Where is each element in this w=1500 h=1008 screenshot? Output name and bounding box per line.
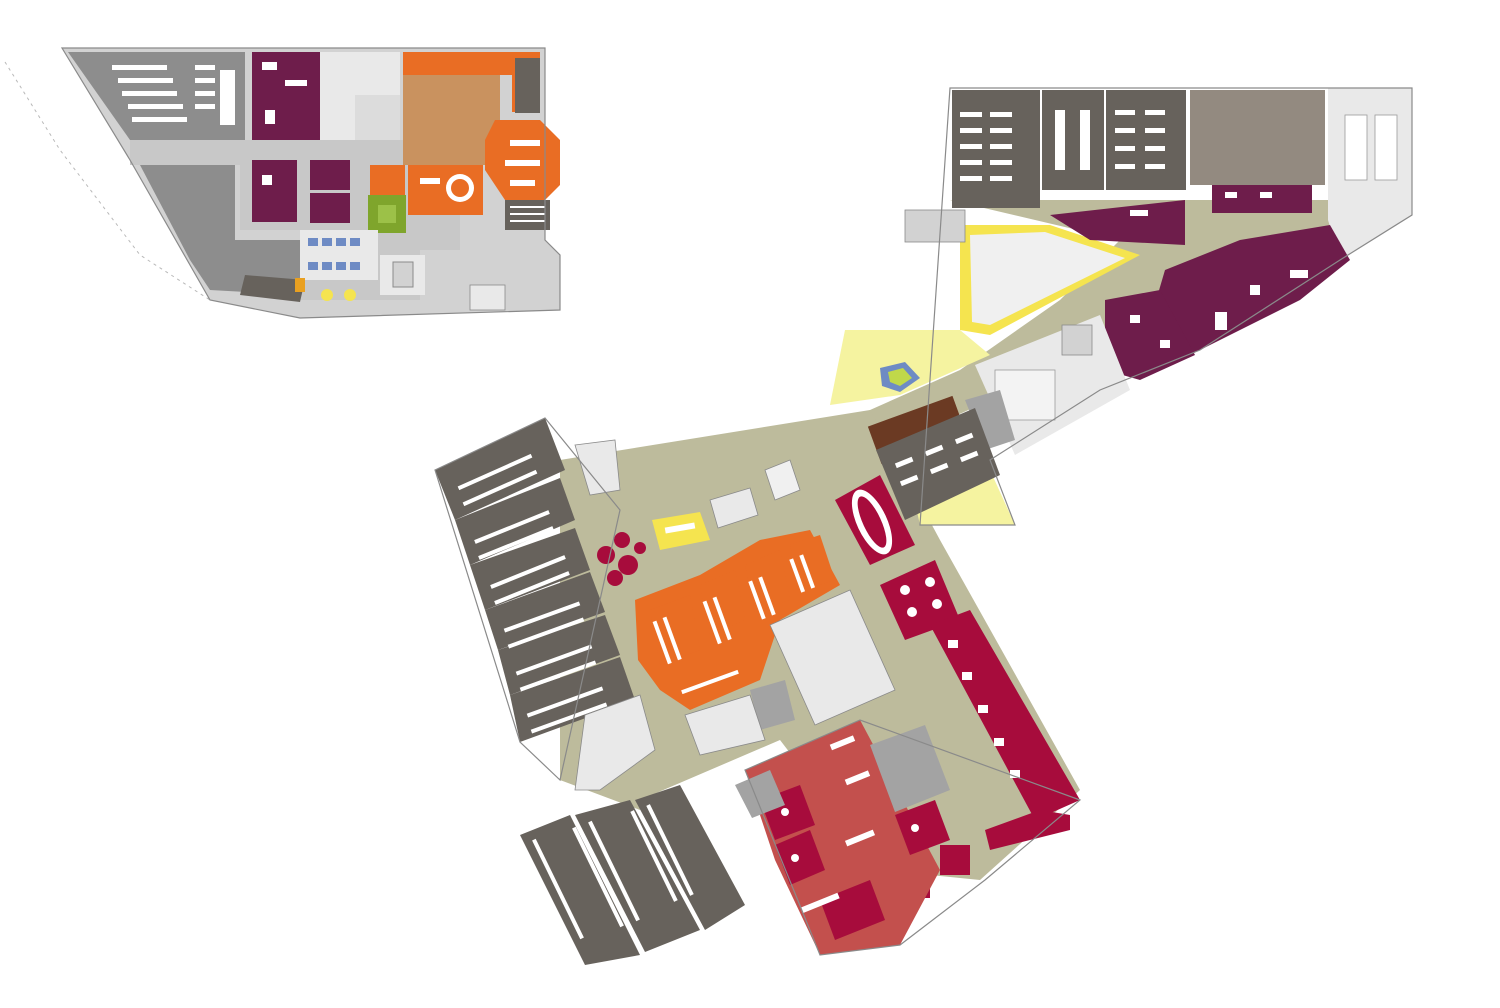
open-plan-blue-desks: [300, 230, 378, 280]
stair-upper-right: [904, 209, 966, 243]
main-floor-plan: [434, 87, 1413, 965]
toilets-block-2: [355, 95, 400, 140]
blue-desks: [308, 238, 360, 270]
classroom-block-lower-left: [520, 785, 745, 965]
auditorium-seats-orange: [403, 52, 512, 75]
stair-yellow-mid: [709, 487, 759, 529]
stair-treads: [510, 206, 545, 222]
office-crimson-lower: [985, 810, 1070, 850]
upper-floor-plan: [4, 47, 561, 319]
auditorium-tan: [403, 75, 500, 165]
office-plum-wing-2: [1105, 290, 1195, 380]
stair-left-upper: [574, 439, 621, 496]
office-crimson-strip: [930, 610, 1080, 820]
office-plum-2: [252, 160, 297, 222]
classroom-desk-rows: [112, 65, 235, 125]
office-crimson-strip-desks: [948, 640, 1020, 778]
lift-core-central: [750, 680, 795, 730]
service-core-central: [769, 589, 896, 726]
dark-service-room: [515, 58, 540, 113]
classroom-upper-right-1-desks: [960, 112, 1012, 181]
office-crimson-brick-inner-3: [895, 800, 950, 855]
stair-main-grey: [965, 390, 1015, 450]
service-core-lower: [684, 694, 766, 756]
lift-main: [1061, 324, 1093, 356]
classroom-mid-right-desks: [894, 432, 979, 487]
workshop-orange-desks: [652, 554, 816, 695]
meeting-grey-core: [870, 725, 950, 812]
office-plum-desks: [1130, 192, 1308, 348]
atrium-void-white: [970, 232, 1125, 325]
crimson-square-desks: [900, 577, 942, 617]
wall-outlines: [434, 87, 1413, 956]
classroom-block-left: [435, 418, 635, 742]
hall-lower-left: [140, 165, 300, 295]
classroom-upper-right-3: [1106, 90, 1186, 190]
site-boundary-dashed-line: [4, 61, 211, 301]
office-plum-3: [310, 160, 350, 190]
lounge-yellow: [652, 512, 710, 550]
office-crimson-brick-inner-2: [775, 830, 825, 885]
classroom-upper-right-3-desks: [1115, 110, 1165, 169]
brown-stair-lower: [240, 275, 305, 302]
classroom-upper-right-2: [1042, 90, 1104, 190]
office-plum-wedge: [1050, 200, 1185, 245]
stair-left-lower: [574, 694, 656, 791]
yellow-cafe-tables: [321, 289, 356, 301]
office-plum-4: [310, 193, 350, 223]
office-plum-row-top: [1212, 185, 1312, 213]
column-white: [764, 459, 801, 501]
meeting-orange-a: [370, 165, 405, 195]
brick-red-desks: [781, 735, 919, 914]
grey-stair-brick: [735, 770, 785, 818]
office-crimson-small-2: [940, 845, 970, 875]
upper-stair-lower-right: [469, 284, 506, 311]
classroom-block-lower-left-desks: [516, 804, 694, 946]
office-crimson-square: [880, 560, 960, 640]
classroom-block-left-desks: [457, 453, 608, 734]
hall-taupe: [1190, 90, 1325, 185]
office-plum-wing: [1140, 225, 1350, 370]
